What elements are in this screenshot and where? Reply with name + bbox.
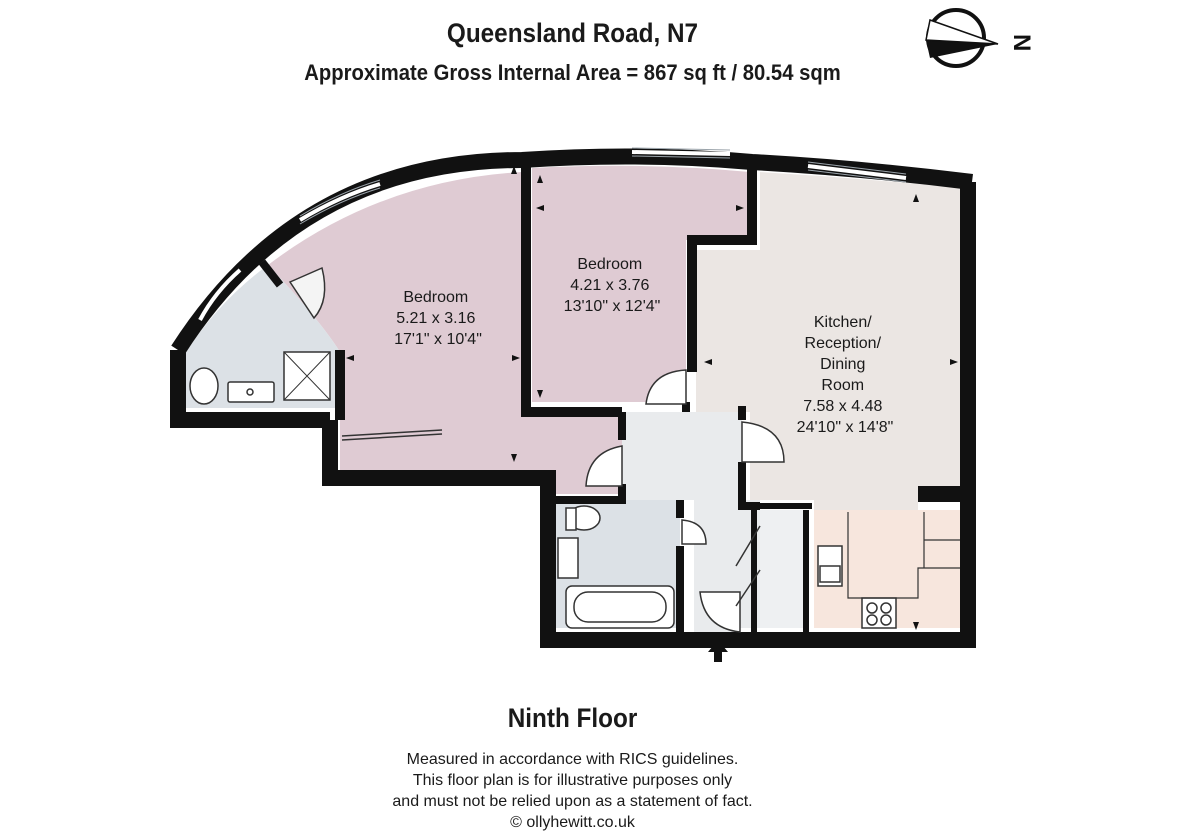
hallway-area bbox=[622, 412, 760, 640]
hob-icon bbox=[861, 597, 897, 629]
bedroom-2-label: Bedroom 4.21 x 3.76 13'10" x 12'4" bbox=[564, 256, 661, 315]
door-swings bbox=[288, 266, 785, 633]
compass: N bbox=[925, 8, 1035, 68]
wardrobe-doors bbox=[341, 429, 761, 607]
entrance-arrow-icon bbox=[708, 640, 728, 662]
bedroom-1-label: Bedroom 5.21 x 3.16 17'1" x 10'4" bbox=[394, 289, 482, 348]
disclaimer-line: This floor plan is for illustrative purp… bbox=[412, 772, 733, 789]
cupboard-area bbox=[760, 510, 804, 628]
walls bbox=[170, 148, 976, 648]
disclaimer: Measured in accordance with RICS guideli… bbox=[0, 749, 1145, 833]
plan-title: Queensland Road, N7 bbox=[446, 18, 699, 48]
fixtures bbox=[189, 351, 897, 629]
windows bbox=[198, 150, 907, 321]
basin-icon bbox=[557, 537, 579, 579]
disclaimer-line: Measured in accordance with RICS guideli… bbox=[406, 751, 739, 768]
compass-label: N bbox=[1008, 34, 1035, 51]
floor-plan: Bedroom 5.21 x 3.16 17'1" x 10'4" Bedroo… bbox=[170, 8, 1035, 662]
bedroom-2-area bbox=[532, 165, 750, 402]
disclaimer-line: and must not be relied upon as a stateme… bbox=[392, 793, 753, 810]
kitchen-reception-label: Kitchen/ Reception/ Dining Room 7.58 x 4… bbox=[797, 314, 894, 436]
gross-area-subtitle: Approximate Gross Internal Area = 867 sq… bbox=[304, 60, 841, 85]
toilet-icon bbox=[189, 367, 219, 405]
copyright: © ollyhewitt.co.uk bbox=[510, 814, 635, 831]
dimension-markers bbox=[346, 166, 958, 630]
floor-label: Ninth Floor bbox=[507, 703, 638, 733]
kitchen-reception-area bbox=[696, 172, 960, 510]
